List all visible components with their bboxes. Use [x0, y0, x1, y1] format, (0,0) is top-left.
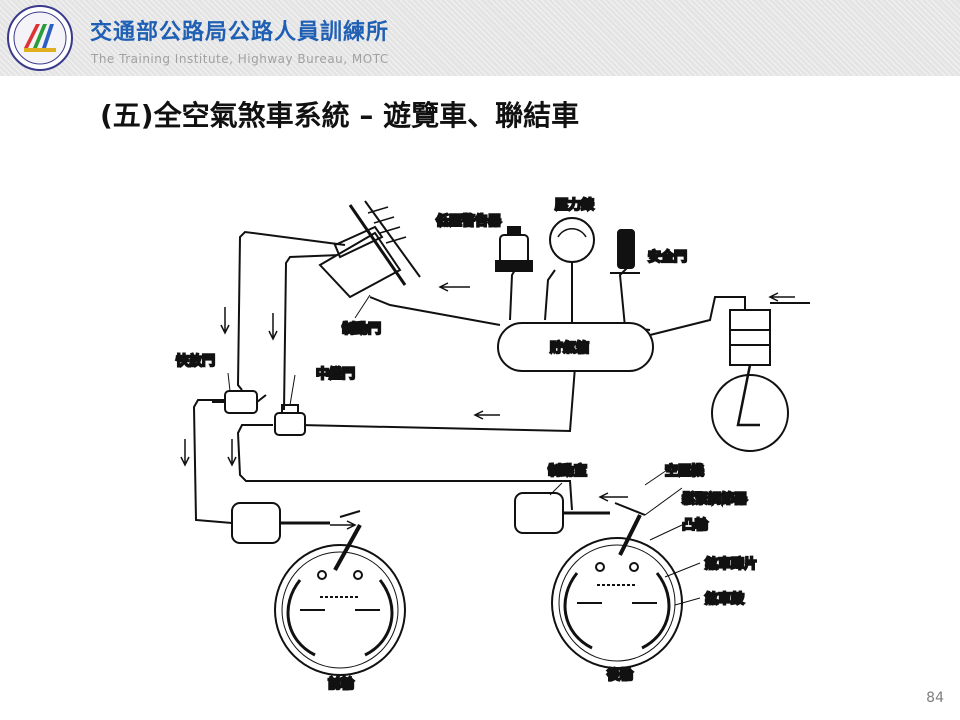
label-brake-drum: 煞車鼓	[704, 591, 745, 607]
label-slack-adjuster: 鬆緊調節器	[682, 491, 748, 507]
label-quick-release-valve: 快放門	[176, 353, 215, 369]
label-brake-shoe: 煞車蹄片	[704, 556, 757, 572]
air-reservoir-icon	[497, 322, 654, 372]
front-wheel-icon	[274, 524, 406, 676]
front-brake-chamber-icon	[231, 502, 361, 544]
air-lines	[192, 230, 810, 524]
organization-subtitle: The Training Institute, Highway Bureau, …	[91, 52, 389, 66]
label-reservoir: 貯氣箱	[550, 340, 589, 356]
label-front-wheel: 前輪	[328, 676, 355, 692]
quick-release-valve-icon	[212, 390, 267, 414]
label-cam: 凸輪	[682, 517, 709, 533]
label-relay-valve: 中繼門	[316, 366, 355, 382]
label-compressor: 空壓機	[665, 463, 704, 479]
label-rear-wheel: 後輪	[607, 667, 634, 683]
flow-arrows	[180, 282, 795, 530]
organization-title: 交通部公路局公路人員訓練所	[90, 20, 390, 45]
slide-title: (五)全空氣煞車系統 – 遊覽車、聯結車	[100, 99, 580, 132]
label-brake-chamber: 制動室	[548, 463, 587, 479]
relay-valve-icon	[274, 404, 306, 436]
air-brake-diagram: 低壓警告器 壓力錶 安全門 制動門 快放門 中繼門 貯氣箱 空壓機 制動室 鬆緊…	[175, 196, 810, 693]
brake-valve-icon	[318, 200, 421, 299]
label-brake-valve: 制動門	[342, 321, 381, 337]
label-pressure-gauge: 壓力錶	[555, 197, 594, 213]
rear-brake-chamber-icon	[514, 492, 646, 534]
pressure-gauge-icon	[549, 217, 595, 323]
institute-logo-icon	[7, 5, 73, 71]
label-low-pressure-alarm: 低壓警告器	[435, 213, 502, 229]
header-banner: 交通部公路局公路人員訓練所 The Training Institute, Hi…	[0, 0, 960, 76]
label-safety-valve: 安全門	[648, 249, 687, 265]
page-number: 84	[926, 690, 944, 706]
low-pressure-alarm-icon	[495, 226, 533, 272]
air-compressor-icon	[711, 309, 789, 452]
safety-valve-icon	[610, 229, 640, 274]
rear-wheel-icon	[551, 514, 683, 669]
leader-lines	[227, 294, 701, 606]
